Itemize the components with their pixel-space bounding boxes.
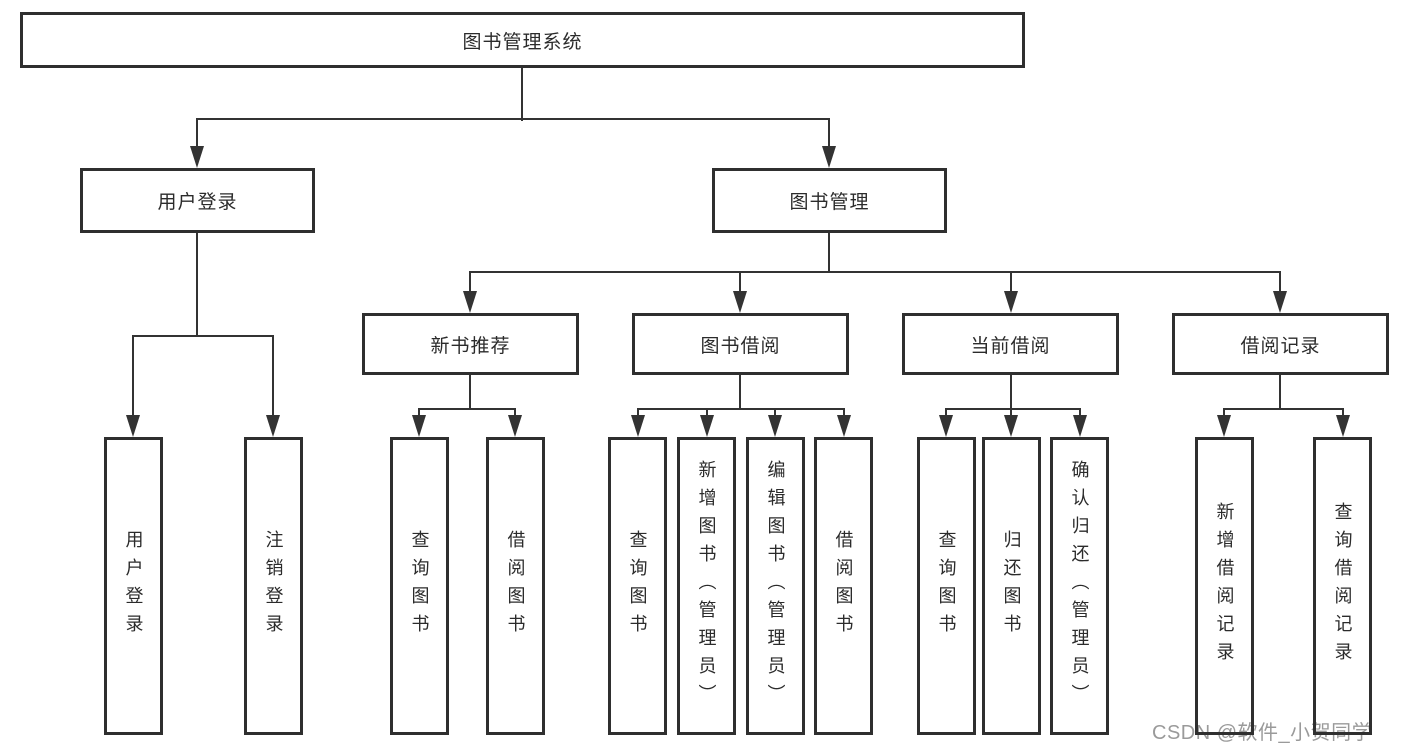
leaf-label: 查询借阅记录 [1332,502,1353,670]
node-root-library-system: 图书管理系统 [20,12,1025,68]
node-book-management: 图书管理 [712,168,947,233]
arrowhead-down [1217,415,1231,437]
connector-drop-leaf [637,408,639,418]
node-book-borrowing: 图书借阅 [632,313,849,375]
connector-stem [1010,375,1012,410]
arrowhead-down [631,415,645,437]
connector-drop-new-books [469,271,471,295]
connector-drop-leaf [514,408,516,418]
arrowhead-down [1004,291,1018,313]
leaf-label: 新增借阅记录 [1214,502,1235,670]
connector-drop-leaf [418,408,420,418]
leaf-label: 借阅图书 [833,530,854,642]
leaf-query-books-current: 查询图书 [917,437,976,735]
connector-user-login-stem [196,233,198,337]
arrowhead-down [463,291,477,313]
leaf-query-books-borrowing: 查询图书 [608,437,667,735]
leaf-edit-books-admin: 编辑图书（管理员） [746,437,805,735]
arrowhead-down [837,415,851,437]
connector-drop-leaf [706,408,708,418]
arrowhead-down [939,415,953,437]
connector-drop-user-login [196,118,198,148]
arrowhead-down [700,415,714,437]
connector-drop-leaf [272,335,274,418]
leaf-borrow-books-recommend: 借阅图书 [486,437,545,735]
arrowhead-down [1073,415,1087,437]
connector-stem [739,375,741,410]
leaf-add-books-admin: 新增图书（管理员） [677,437,736,735]
connector-drop-leaf [1223,408,1225,418]
leaf-label: 查询图书 [627,530,648,642]
leaf-label: 新增图书（管理员） [696,460,717,712]
leaf-query-books-recommend: 查询图书 [390,437,449,735]
node-borrowing-records: 借阅记录 [1172,313,1389,375]
leaf-confirm-return-admin: 确认归还（管理员） [1050,437,1109,735]
leaf-label: 编辑图书（管理员） [765,460,786,712]
connector-bar [418,408,516,410]
leaf-label: 注销登录 [263,530,284,642]
node-user-login: 用户登录 [80,168,315,233]
arrowhead-down [733,291,747,313]
arrowhead-down [768,415,782,437]
arrowhead-down [508,415,522,437]
arrowhead-down [190,146,204,168]
leaf-return-books: 归还图书 [982,437,1041,735]
connector-level1-bar [196,118,830,120]
connector-drop-leaf [774,408,776,418]
arrowhead-down [1336,415,1350,437]
connector-drop-leaf [132,335,134,418]
connector-drop-leaf [1079,408,1081,418]
connector-drop-leaf [1010,408,1012,418]
leaf-label: 确认归还（管理员） [1069,460,1090,712]
leaf-query-borrow-record: 查询借阅记录 [1313,437,1372,735]
leaf-label: 用户登录 [123,530,144,642]
connector-stem [469,375,471,410]
connector-drop-leaf [945,408,947,418]
connector-bar [1223,408,1344,410]
connector-drop-leaf [1342,408,1344,418]
leaf-label: 查询图书 [409,530,430,642]
arrowhead-down [266,415,280,437]
leaf-label: 借阅图书 [505,530,526,642]
connector-drop-current-borrow [1010,271,1012,295]
connector-drop-borrow-records [1279,271,1281,295]
arrowhead-down [1004,415,1018,437]
leaf-user-login: 用户登录 [104,437,163,735]
arrowhead-down [126,415,140,437]
connector-root-stem [521,68,523,121]
leaf-label: 归还图书 [1001,530,1022,642]
connector-book-mgmt-stem [828,233,830,273]
connector-drop-book-borrow [739,271,741,295]
arrowhead-down [822,146,836,168]
leaf-logout: 注销登录 [244,437,303,735]
connector-user-login-bar [132,335,274,337]
connector-stem [1279,375,1281,410]
connector-drop-leaf [843,408,845,418]
node-new-book-recommend: 新书推荐 [362,313,579,375]
node-current-borrowing: 当前借阅 [902,313,1119,375]
csdn-watermark: CSDN @软件_小贺同学 [1152,722,1373,744]
connector-drop-book-mgmt [828,118,830,148]
leaf-borrow-books: 借阅图书 [814,437,873,735]
connector-bar [945,408,1081,410]
leaf-label: 查询图书 [936,530,957,642]
leaf-add-borrow-record: 新增借阅记录 [1195,437,1254,735]
arrowhead-down [1273,291,1287,313]
connector-bar [637,408,845,410]
connector-level3-bar [469,271,1281,273]
arrowhead-down [412,415,426,437]
